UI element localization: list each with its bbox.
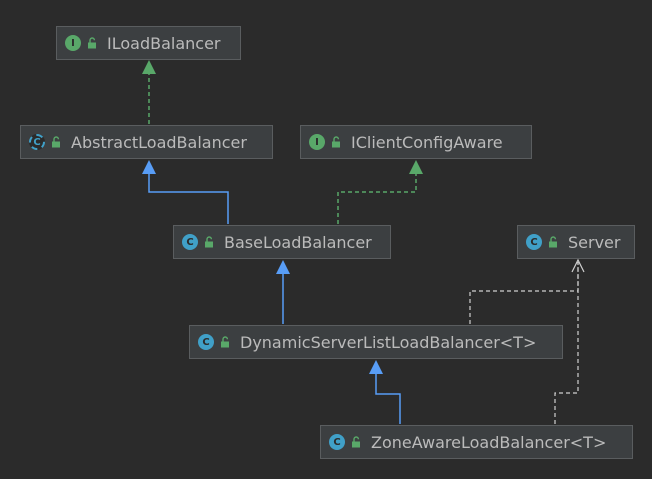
class-icon: C [526, 234, 542, 250]
edge-baseloadbalancer-implements-iclientconfigaware [337, 160, 423, 224]
arrowhead-icon [409, 160, 423, 174]
arrowhead-icon [142, 160, 156, 174]
node-dynamicserverlistloadbalancer[interactable]: C DynamicServerListLoadBalancer<T> [189, 325, 563, 359]
edge-zoneawareloadbalancer-extends-dynamicserverlistloadbalancer [369, 360, 401, 424]
unlocked-icon [205, 236, 213, 248]
class-icon: C [182, 234, 198, 250]
unlocked-icon [332, 136, 340, 148]
edge-baseloadbalancer-extends-abstractloadbalancer [142, 160, 229, 224]
unlocked-icon [221, 336, 229, 348]
unlocked-icon [549, 236, 557, 248]
open-arrowhead-icon [571, 258, 585, 273]
edge-zoneawareloadbalancer-depends-server [554, 258, 585, 424]
node-zoneawareloadbalancer[interactable]: C ZoneAwareLoadBalancer<T> [320, 425, 633, 459]
class-icon: C [329, 434, 345, 450]
node-label: BaseLoadBalancer [224, 232, 372, 252]
node-iloadbalancer[interactable]: I ILoadBalancer [56, 26, 241, 60]
node-abstractloadbalancer[interactable]: C AbstractLoadBalancer [20, 125, 273, 159]
arrowhead-icon [276, 260, 290, 274]
interface-icon: I [309, 134, 325, 150]
edge-abstractloadbalancer-implements-iloadbalancer [142, 60, 156, 124]
arrowhead-icon [369, 360, 383, 374]
node-label: Server [568, 232, 621, 252]
unlocked-icon [352, 436, 360, 448]
node-label: ZoneAwareLoadBalancer<T> [371, 432, 607, 452]
node-label: ILoadBalancer [107, 33, 221, 53]
unlocked-icon [88, 37, 96, 49]
node-iclientconfigaware[interactable]: I IClientConfigAware [300, 125, 532, 159]
node-baseloadbalancer[interactable]: C BaseLoadBalancer [173, 225, 391, 259]
node-server[interactable]: C Server [517, 225, 635, 259]
node-label: DynamicServerListLoadBalancer<T> [240, 332, 537, 352]
arrowhead-icon [142, 60, 156, 74]
unlocked-icon [52, 136, 60, 148]
abstract-class-icon: C [29, 134, 45, 150]
class-icon: C [198, 334, 214, 350]
node-label: IClientConfigAware [351, 132, 503, 152]
node-label: AbstractLoadBalancer [71, 132, 247, 152]
edge-dynamicserverlistloadbalancer-extends-baseloadbalancer [276, 260, 290, 324]
interface-icon: I [65, 35, 81, 51]
edge-dynamicserverlistloadbalancer-depends-server [469, 262, 579, 324]
